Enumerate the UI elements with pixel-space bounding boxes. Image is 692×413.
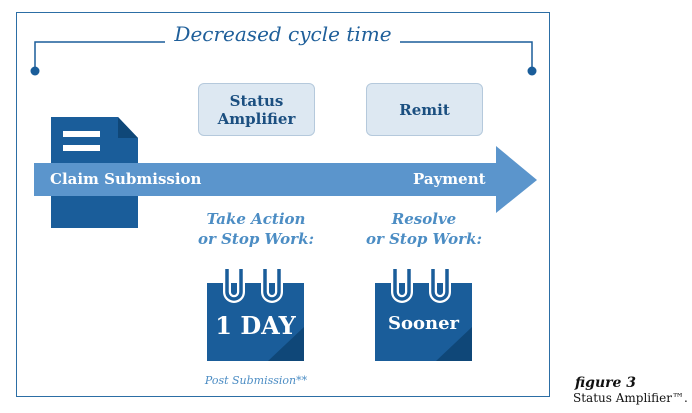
calendar-1-text: 1 DAY [215, 311, 296, 340]
remit-box: Remit [366, 83, 483, 136]
step-2-line1: Resolve [391, 210, 457, 228]
step-1-line2: or Stop Work: [197, 230, 315, 248]
status-amplifier-box: Status Amplifier [198, 83, 315, 136]
step-1-line1: Take Action [206, 210, 306, 228]
bracket-right-dot [527, 66, 537, 76]
bracket-left-dot [30, 66, 40, 76]
step-1-label: Take Action or Stop Work: [196, 209, 316, 249]
calendar-icon [207, 269, 304, 361]
calendar-icon [375, 269, 472, 361]
diagram-title: Decreased cycle time [174, 22, 392, 46]
step-2-line2: or Stop Work: [365, 230, 483, 248]
calendar-2-text: Sooner [387, 313, 460, 334]
figure-caption: Status Amplifier™. [573, 391, 688, 405]
post-submission-note: Post Submission** [204, 374, 308, 387]
arrow-end-label: Payment [413, 170, 486, 188]
figure-number: figure 3 [575, 375, 637, 391]
step-2-label: Resolve or Stop Work: [364, 209, 484, 249]
cycle-bracket [34, 41, 533, 70]
process-arrow [34, 146, 537, 213]
arrow-start-label: Claim Submission [50, 170, 202, 188]
